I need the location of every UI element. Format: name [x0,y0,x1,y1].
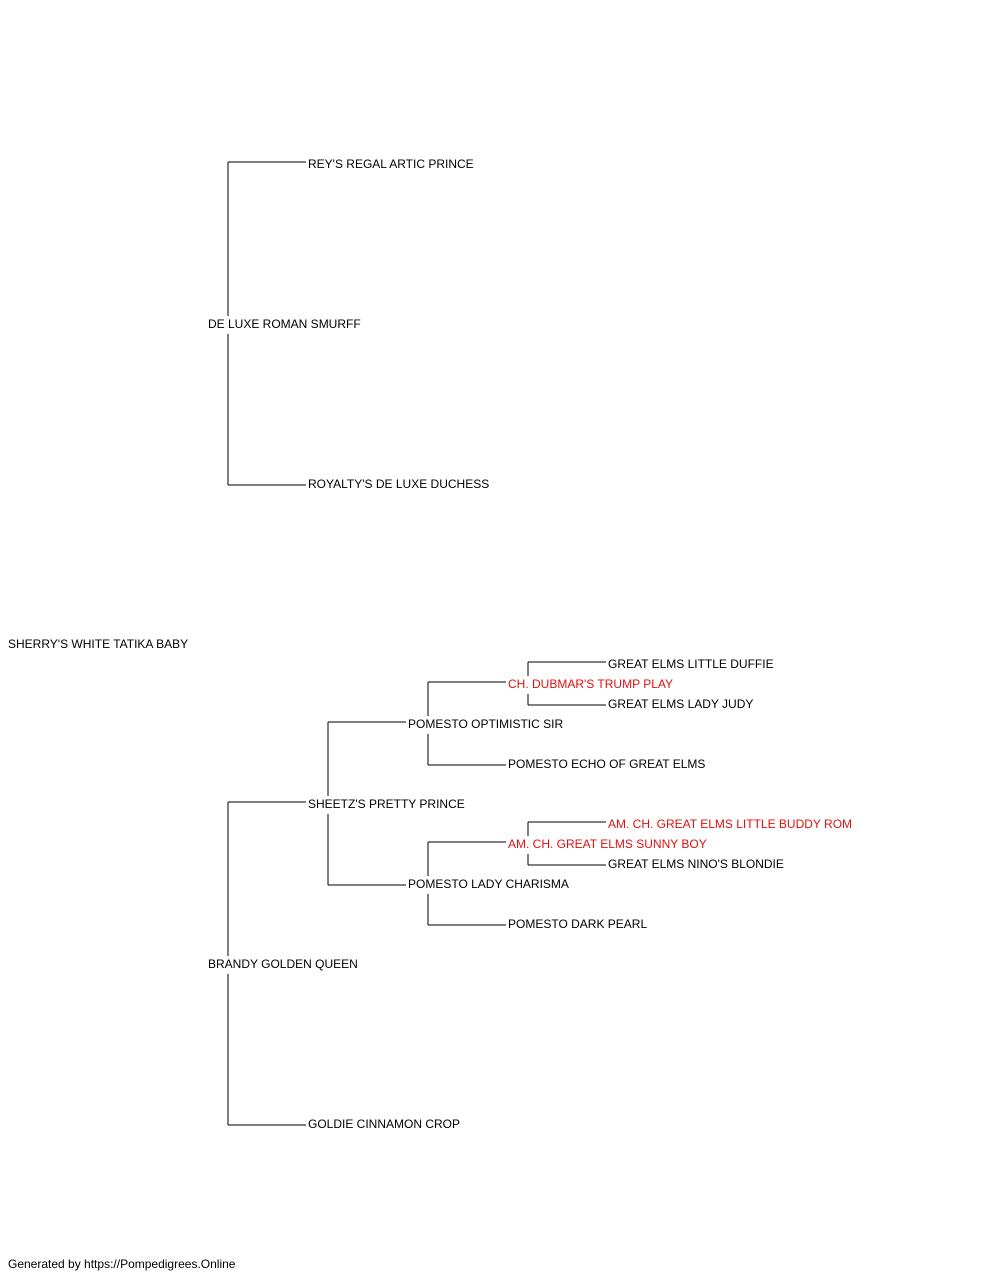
dam-sire-dam-sire-sire-name: AM. CH. GREAT ELMS LITTLE BUDDY ROM [608,817,854,831]
dam-name: BRANDY GOLDEN QUEEN [208,957,359,971]
dam-sire-sire-dam-name: POMESTO ECHO OF GREAT ELMS [508,757,707,771]
dam-sire-dam-dam-name: POMESTO DARK PEARL [508,917,649,931]
dam-sire-sire-sire-name: CH. DUBMAR'S TRUMP PLAY [508,677,674,691]
dam-sire-sire-sire-dam-name: GREAT ELMS LADY JUDY [608,697,755,711]
dam-sire-sire-sire-sire-name: GREAT ELMS LITTLE DUFFIE [608,657,775,671]
sire-sire-name: REY'S REGAL ARTIC PRINCE [308,157,475,171]
sire-name: DE LUXE ROMAN SMURFF [208,317,362,331]
dam-sire-dam-sire-dam-name: GREAT ELMS NINO'S BLONDIE [608,857,785,871]
sire-dam-name: ROYALTY'S DE LUXE DUCHESS [308,477,491,491]
dam-sire-name: SHEETZ'S PRETTY PRINCE [308,797,466,811]
pedigree-subject-name: SHERRY'S WHITE TATIKA BABY [8,637,190,651]
dam-dam-name: GOLDIE CINNAMON CROP [308,1117,462,1131]
dam-sire-dam-sire-name: AM. CH. GREAT ELMS SUNNY BOY [508,837,708,851]
dam-sire-dam-name: POMESTO LADY CHARISMA [408,877,570,891]
generated-by-footer: Generated by https://Pompedigrees.Online [8,1257,236,1271]
dam-sire-sire-name: POMESTO OPTIMISTIC SIR [408,717,565,731]
